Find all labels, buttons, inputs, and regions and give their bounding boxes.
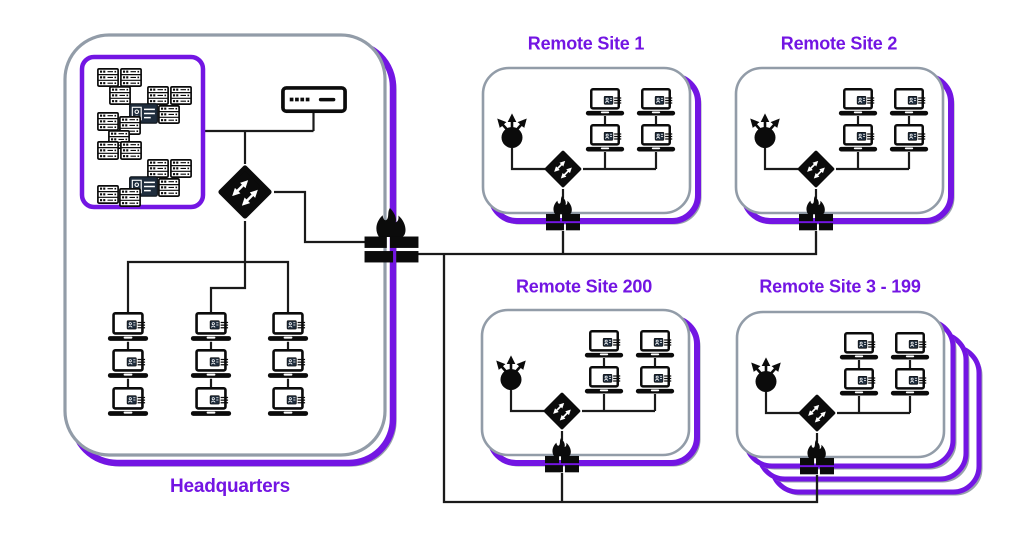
- laptop-icon: [107, 349, 149, 379]
- modem-icon: [281, 86, 347, 114]
- server-icon: [147, 159, 169, 178]
- server-icon: [147, 86, 169, 105]
- laptop-icon: [107, 312, 149, 342]
- server-icon: [158, 105, 180, 124]
- remote-site-2-label: Remote Site 2: [780, 33, 898, 54]
- hq-laptop-grid: [107, 312, 309, 417]
- server-icon: [158, 178, 180, 197]
- server-icon: [97, 112, 119, 131]
- server-icon: [97, 141, 119, 160]
- remote-site-2-card: [734, 66, 955, 225]
- server-icon: [97, 185, 119, 204]
- server-icon: [119, 188, 141, 207]
- server-icon: [120, 141, 142, 160]
- laptop-icon: [107, 387, 149, 417]
- hq-internal-links: [126, 112, 366, 387]
- laptop-icon: [190, 387, 232, 417]
- laptop-icon: [267, 349, 309, 379]
- laptop-icon: [190, 312, 232, 342]
- hq-internals: [79, 54, 419, 417]
- laptop-icon: [190, 349, 232, 379]
- remote-site-200-card: [480, 308, 701, 467]
- remote-site-1-card: [481, 66, 702, 225]
- remote-site-200-label: Remote Site 200: [515, 276, 653, 297]
- server-icon: [170, 159, 192, 178]
- server-icon: [109, 86, 131, 105]
- laptop-icon: [267, 387, 309, 417]
- wan-links: [417, 231, 819, 504]
- remote-site-1-label: Remote Site 1: [527, 33, 645, 54]
- server-icon: [170, 86, 192, 105]
- laptop-icon: [267, 312, 309, 342]
- server-icon: [120, 68, 142, 87]
- remote-site-range-label: Remote Site 3 - 199: [759, 276, 921, 297]
- headquarters-label: Headquarters: [169, 476, 291, 497]
- server-icon: [97, 68, 119, 87]
